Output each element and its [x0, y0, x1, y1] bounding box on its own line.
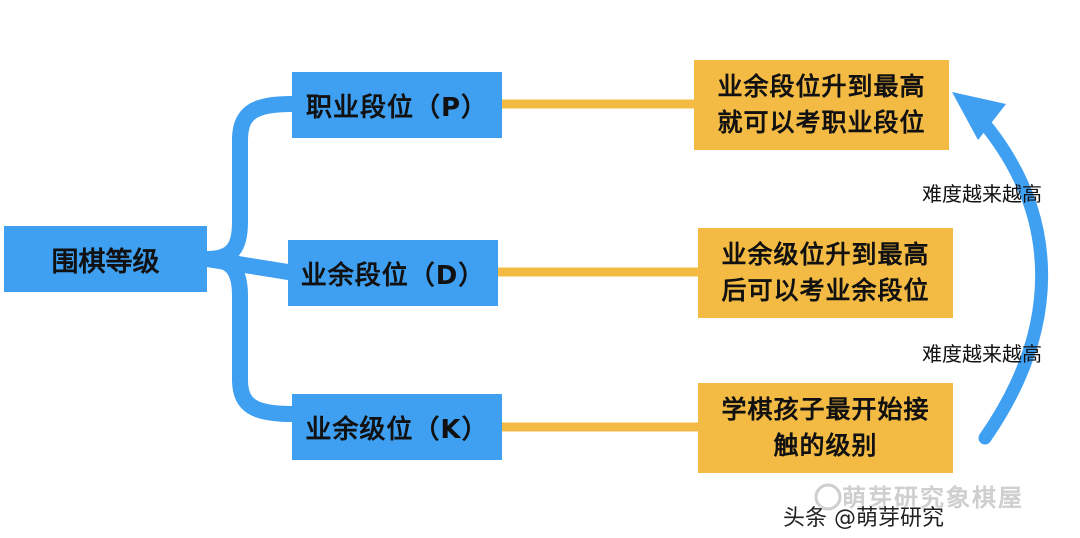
level-node-amateur-kyu: 业余级位（K）: [292, 394, 502, 460]
difficulty-arrow-curve: [978, 121, 1049, 445]
note-line: 学棋孩子最开始接: [721, 395, 930, 424]
watermark-logo-icon: [814, 483, 842, 511]
note-line: 业余级位升到最高: [721, 240, 930, 269]
level-node-professional: 职业段位（P）: [292, 72, 502, 138]
note-amateur-kyu: 学棋孩子最开始接 触的级别: [698, 383, 953, 473]
difficulty-label-lower: 难度越来越高: [922, 342, 1042, 366]
note-line: 后可以考业余段位: [721, 276, 930, 305]
difficulty-label-upper: 难度越来越高: [922, 182, 1042, 206]
level-node-amateur-dan: 业余段位（D）: [288, 240, 498, 306]
note-line: 触的级别: [773, 431, 878, 460]
difficulty-arrow-head: [952, 92, 1006, 140]
watermark-logo: 萌芽研究象棋屋: [842, 484, 1024, 512]
root-node: 围棋等级: [4, 226, 207, 292]
note-line: 就可以考职业段位: [717, 108, 926, 137]
note-line: 业余段位升到最高: [717, 72, 926, 101]
note-professional: 业余段位升到最高 就可以考职业段位: [694, 60, 949, 150]
tree-bracket: [199, 96, 300, 422]
note-amateur-dan: 业余级位升到最高 后可以考业余段位: [698, 228, 953, 318]
watermark-credit: 头条 @萌芽研究: [783, 506, 944, 531]
